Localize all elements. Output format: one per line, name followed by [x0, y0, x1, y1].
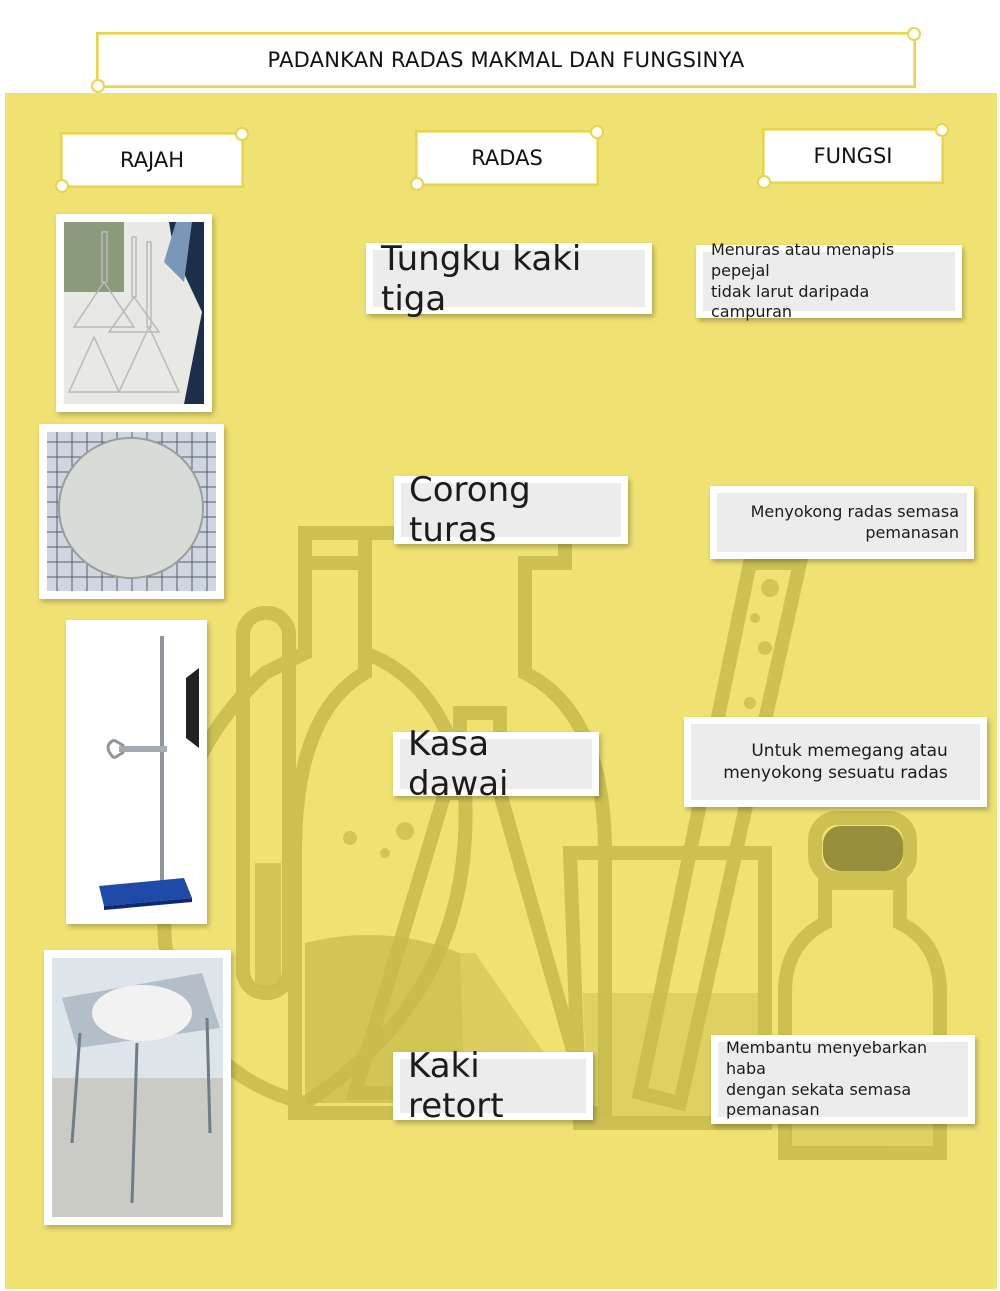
fungsi-2-line-1: Menyokong radas semasa	[750, 501, 959, 521]
fungsi-1-line-1: Menuras atau menapis pepejal	[711, 239, 895, 280]
wire-gauze-image	[47, 432, 216, 591]
radas-label-2: Corong turas	[409, 470, 531, 550]
wire-gauze-photo[interactable]	[39, 424, 224, 599]
radas-card-3[interactable]: Kasa dawai	[393, 724, 599, 804]
radas-card-4[interactable]: Kaki retort	[393, 1046, 593, 1126]
filter-funnels-image	[64, 222, 204, 404]
retort-stand-photo[interactable]	[66, 620, 207, 924]
fungsi-2-line-2: pemanasan	[865, 522, 959, 542]
header-rajah-label: RAJAH	[119, 148, 185, 172]
fungsi-3-line-2: menyokong sesuatu radas	[723, 763, 948, 783]
fungsi-3-line-1: Untuk memegang atau	[751, 740, 948, 761]
fungsi-4-line-2: dengan sekata semasa	[726, 1079, 912, 1099]
retort-stand-image	[74, 628, 199, 916]
header-fungsi-label: FUNGSI	[813, 144, 893, 168]
radas-card-1[interactable]: Tungku kaki tiga	[366, 239, 652, 319]
fungsi-card-2[interactable]: Menyokong radas semasa pemanasan	[710, 486, 974, 559]
fungsi-1-line-2: tidak larut daripada campuran	[711, 281, 870, 322]
radas-label-4: Kaki retort	[408, 1046, 504, 1126]
header-rajah: RAJAH	[55, 127, 249, 193]
radas-label-1: Tungku kaki tiga	[381, 238, 582, 319]
page-title-banner: PADANKAN RADAS MAKMAL DAN FUNGSINYA	[91, 27, 921, 93]
radas-card-2[interactable]: Corong turas	[394, 470, 628, 550]
fungsi-4-line-1: Membantu menyebarkan haba	[726, 1037, 928, 1078]
tripod-stand-photo[interactable]	[44, 950, 231, 1225]
fungsi-card-1[interactable]: Menuras atau menapis pepejal tidak larut…	[696, 240, 962, 321]
fungsi-card-3[interactable]: Untuk memegang atau menyokong sesuatu ra…	[684, 717, 987, 807]
header-fungsi: FUNGSI	[757, 123, 949, 189]
page-title: PADANKAN RADAS MAKMAL DAN FUNGSINYA	[267, 48, 745, 72]
fungsi-card-4[interactable]: Membantu menyebarkan haba dengan sekata …	[711, 1035, 975, 1124]
radas-label-3: Kasa dawai	[408, 724, 509, 804]
filter-funnels-photo[interactable]	[56, 214, 212, 412]
fungsi-4-line-3: pemanasan	[726, 1100, 820, 1120]
tripod-stand-image	[52, 958, 223, 1217]
header-radas: RADAS	[410, 125, 604, 191]
header-radas-label: RADAS	[471, 146, 543, 170]
